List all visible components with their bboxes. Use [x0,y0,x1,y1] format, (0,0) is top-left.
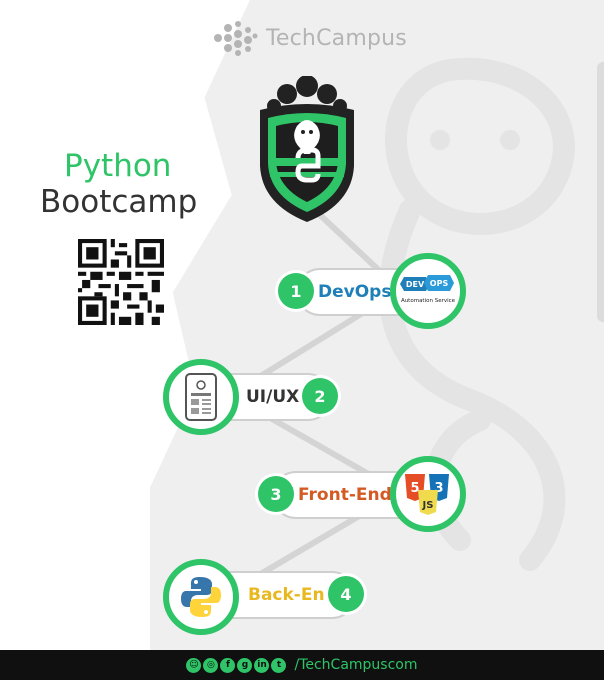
snapchat-icon[interactable]: ☺ [186,657,202,673]
background-panel [150,0,604,650]
devops-text-dev: DEV [406,280,425,289]
footer-bar: ☺ ◎ f g in t /TechCampuscom [0,650,604,680]
step-number-4: 4 [328,576,364,612]
step-number-2: 2 [302,378,338,414]
brand-name: TechCampus [266,25,407,51]
techcampus-logo-icon [214,21,258,56]
html-css-js-icon: 5 3 JS [390,456,466,532]
step-label-frontend: Front-End [298,485,392,505]
page-title: Python Bootcamp [40,148,197,220]
twitter-icon[interactable]: t [271,657,287,673]
brand-header: TechCampus [210,20,407,56]
cobra-shield-icon [260,76,354,222]
js-text: JS [422,500,434,511]
step-label-backend: Back-End [248,585,337,605]
mobile-wireframe-icon [163,359,239,435]
step-label-devops: DevOps [318,282,392,302]
devops-logo-icon: DEV OPS Automation Service [390,253,466,329]
page-edge-tab [597,62,604,322]
python-logo-icon [163,559,239,635]
instagram-icon[interactable]: ◎ [203,657,219,673]
html5-text: 5 [410,481,419,496]
step-label-uiux: UI/UX [246,387,300,407]
step-number-1: 1 [278,273,314,309]
social-handle[interactable]: /TechCampuscom [294,657,418,673]
devops-text-ops: OPS [430,279,449,288]
linkedin-icon[interactable]: in [254,657,270,673]
googleplus-icon[interactable]: g [237,657,253,673]
facebook-icon[interactable]: f [220,657,236,673]
step-number-3: 3 [258,476,294,512]
title-line-1: Python [64,148,172,184]
devops-caption: Automation Service [401,298,456,304]
title-line-2: Bootcamp [40,184,198,220]
css3-text: 3 [434,481,443,496]
social-icons: ☺ ◎ f g in t [186,657,287,673]
qr-code-icon[interactable] [78,239,164,325]
